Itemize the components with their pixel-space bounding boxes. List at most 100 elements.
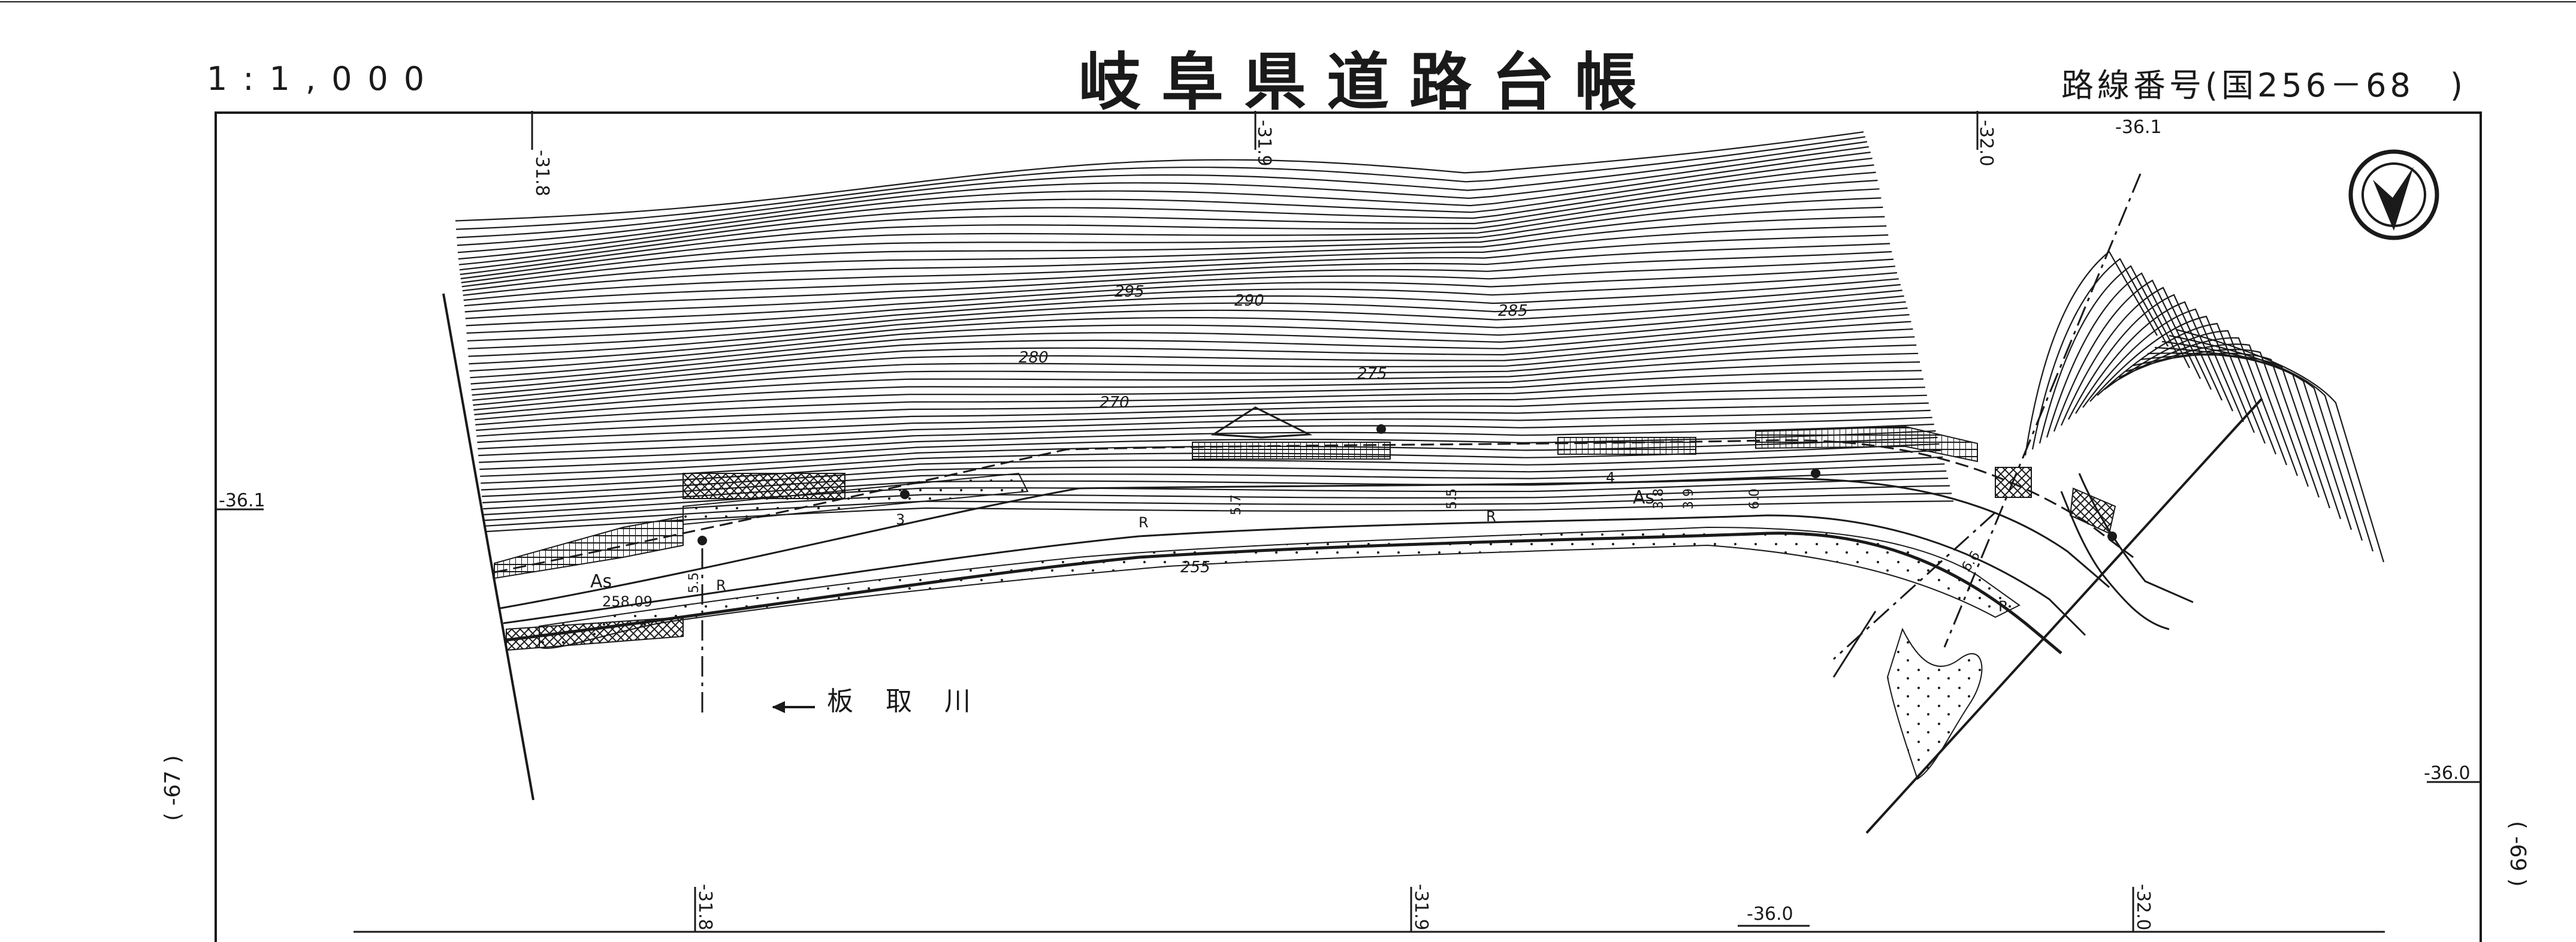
contour-line-steep	[2024, 250, 2158, 456]
contour-line	[472, 328, 1913, 396]
contour-line-steep	[2161, 340, 2363, 541]
sheet-ref-right: ( -69 )	[2505, 821, 2530, 887]
structure-small-hatched	[1995, 467, 2032, 498]
contour-line	[470, 307, 1908, 379]
road-edge-upper	[494, 439, 2134, 573]
contour-line	[459, 171, 1876, 271]
contour-line	[472, 336, 1915, 401]
survey-points	[697, 424, 2117, 545]
contour-line	[463, 225, 1887, 296]
contour-line	[460, 188, 1880, 280]
contour-line	[475, 370, 1922, 421]
contour-line-steep	[2039, 265, 2179, 444]
road-station-3: 3	[896, 511, 905, 528]
road-width-c: 5.5	[1445, 488, 1460, 509]
contour-line-steep	[2133, 352, 2320, 498]
contour-line	[455, 131, 1864, 222]
gravel-bar-dotted	[1886, 627, 1983, 780]
grid-label-top-d: -36.1	[2115, 117, 2162, 138]
map-scale: 1:1,000	[207, 60, 440, 98]
contour-line	[468, 289, 1902, 357]
road-marker-r1: R	[716, 577, 726, 594]
road-surface-right: As	[1633, 487, 1654, 508]
contour-line-steep	[2075, 301, 2234, 414]
river-flow-arrow	[772, 701, 815, 713]
grid-label-top-b: -31.9	[1254, 120, 1275, 167]
contour-line	[470, 314, 1910, 385]
road-width-a: 5.5	[687, 572, 702, 593]
structure-hatched-right	[2069, 487, 2116, 535]
road-edge-lower	[506, 532, 2062, 654]
retaining-wall-grid-right	[1557, 437, 1696, 455]
contour-line	[457, 152, 1871, 253]
road-edge-outer-upper	[500, 478, 2110, 609]
contour-label-270: 270	[1100, 394, 1130, 412]
road-lines	[494, 439, 2194, 654]
survey-line-right	[1943, 173, 2142, 648]
road-surface-left: As	[590, 571, 612, 592]
contour-label-295: 295	[1115, 283, 1144, 301]
contour-line	[469, 295, 1904, 365]
contour-line-steep	[2176, 328, 2385, 563]
grid-label-bottom-a: -31.8	[694, 884, 715, 931]
sheet-ref-left: ( -67 )	[161, 755, 185, 821]
contour-line	[479, 423, 1934, 463]
grid-label-bottom-d: -32.0	[2133, 884, 2154, 931]
sheet-frame	[215, 111, 2482, 942]
contour-line	[464, 250, 1892, 313]
contour-line-steep	[2031, 258, 2169, 450]
contour-label-285: 285	[1498, 302, 1528, 320]
contour-line	[461, 197, 1882, 283]
road-marker-r3: R	[1486, 508, 1496, 525]
area-boundary-left	[442, 293, 534, 801]
contour-line	[466, 265, 1895, 327]
road-marker-r2: R	[1138, 514, 1149, 531]
contour-line	[476, 394, 1927, 437]
road-marker-r4: R	[1998, 598, 2009, 615]
contour-line	[455, 136, 1866, 230]
contour-line	[461, 206, 1883, 288]
contour-line-steep	[2053, 279, 2201, 432]
map-labels: 板 取 川 -31.8 -31.9 -32.0 -36.1 -36.1 -36.…	[161, 117, 2530, 931]
contour-line	[471, 321, 1911, 391]
grid-ticks	[216, 111, 2481, 932]
contour-line-steep	[2125, 349, 2309, 487]
contour-line	[465, 258, 1894, 319]
river-name: 板 取 川	[827, 686, 983, 717]
contour-line-steep	[2068, 294, 2223, 420]
road-width-b: 5.7	[1229, 494, 1244, 515]
route-number: 路線番号(国256－68 )	[2061, 67, 2466, 104]
contour-line	[460, 179, 1878, 276]
road-width-e: 3.9	[1681, 488, 1696, 509]
survey-tick	[1832, 611, 1877, 678]
contour-line	[469, 301, 1906, 372]
contour-line-steep	[2118, 343, 2299, 476]
contour-line	[464, 243, 1891, 307]
contour-line-steep	[2082, 308, 2245, 422]
contour-line	[476, 387, 1925, 431]
grid-label-left: -36.1	[219, 490, 265, 511]
contour-line	[467, 278, 1899, 342]
north-arrow-icon	[2348, 149, 2439, 240]
contour-line	[463, 234, 1889, 301]
grid-label-right: -36.0	[2424, 763, 2471, 784]
contour-label-255: 255	[1180, 558, 1210, 576]
road-centerline	[503, 514, 2086, 636]
grid-label-top-c: -32.0	[1976, 120, 1997, 167]
road-width-f: 6.0	[1747, 488, 1762, 509]
contour-line	[458, 164, 1874, 265]
contour-line	[467, 283, 1901, 349]
grid-label-bottom-c: -36.0	[1747, 904, 1793, 925]
building-symbol	[1210, 406, 1313, 439]
survey-lines	[701, 173, 2142, 716]
contour-line	[484, 478, 1949, 515]
contour-label-275: 275	[1357, 365, 1387, 383]
contour-line	[473, 344, 1917, 406]
contour-line	[478, 416, 1932, 457]
contour-line-steep	[2104, 330, 2277, 455]
page-title: 岐阜県道路台帳	[1079, 45, 1658, 119]
contour-line-steep	[2169, 334, 2374, 552]
contour-line	[478, 409, 1931, 449]
retaining-wall-grid-center	[1192, 442, 1391, 460]
